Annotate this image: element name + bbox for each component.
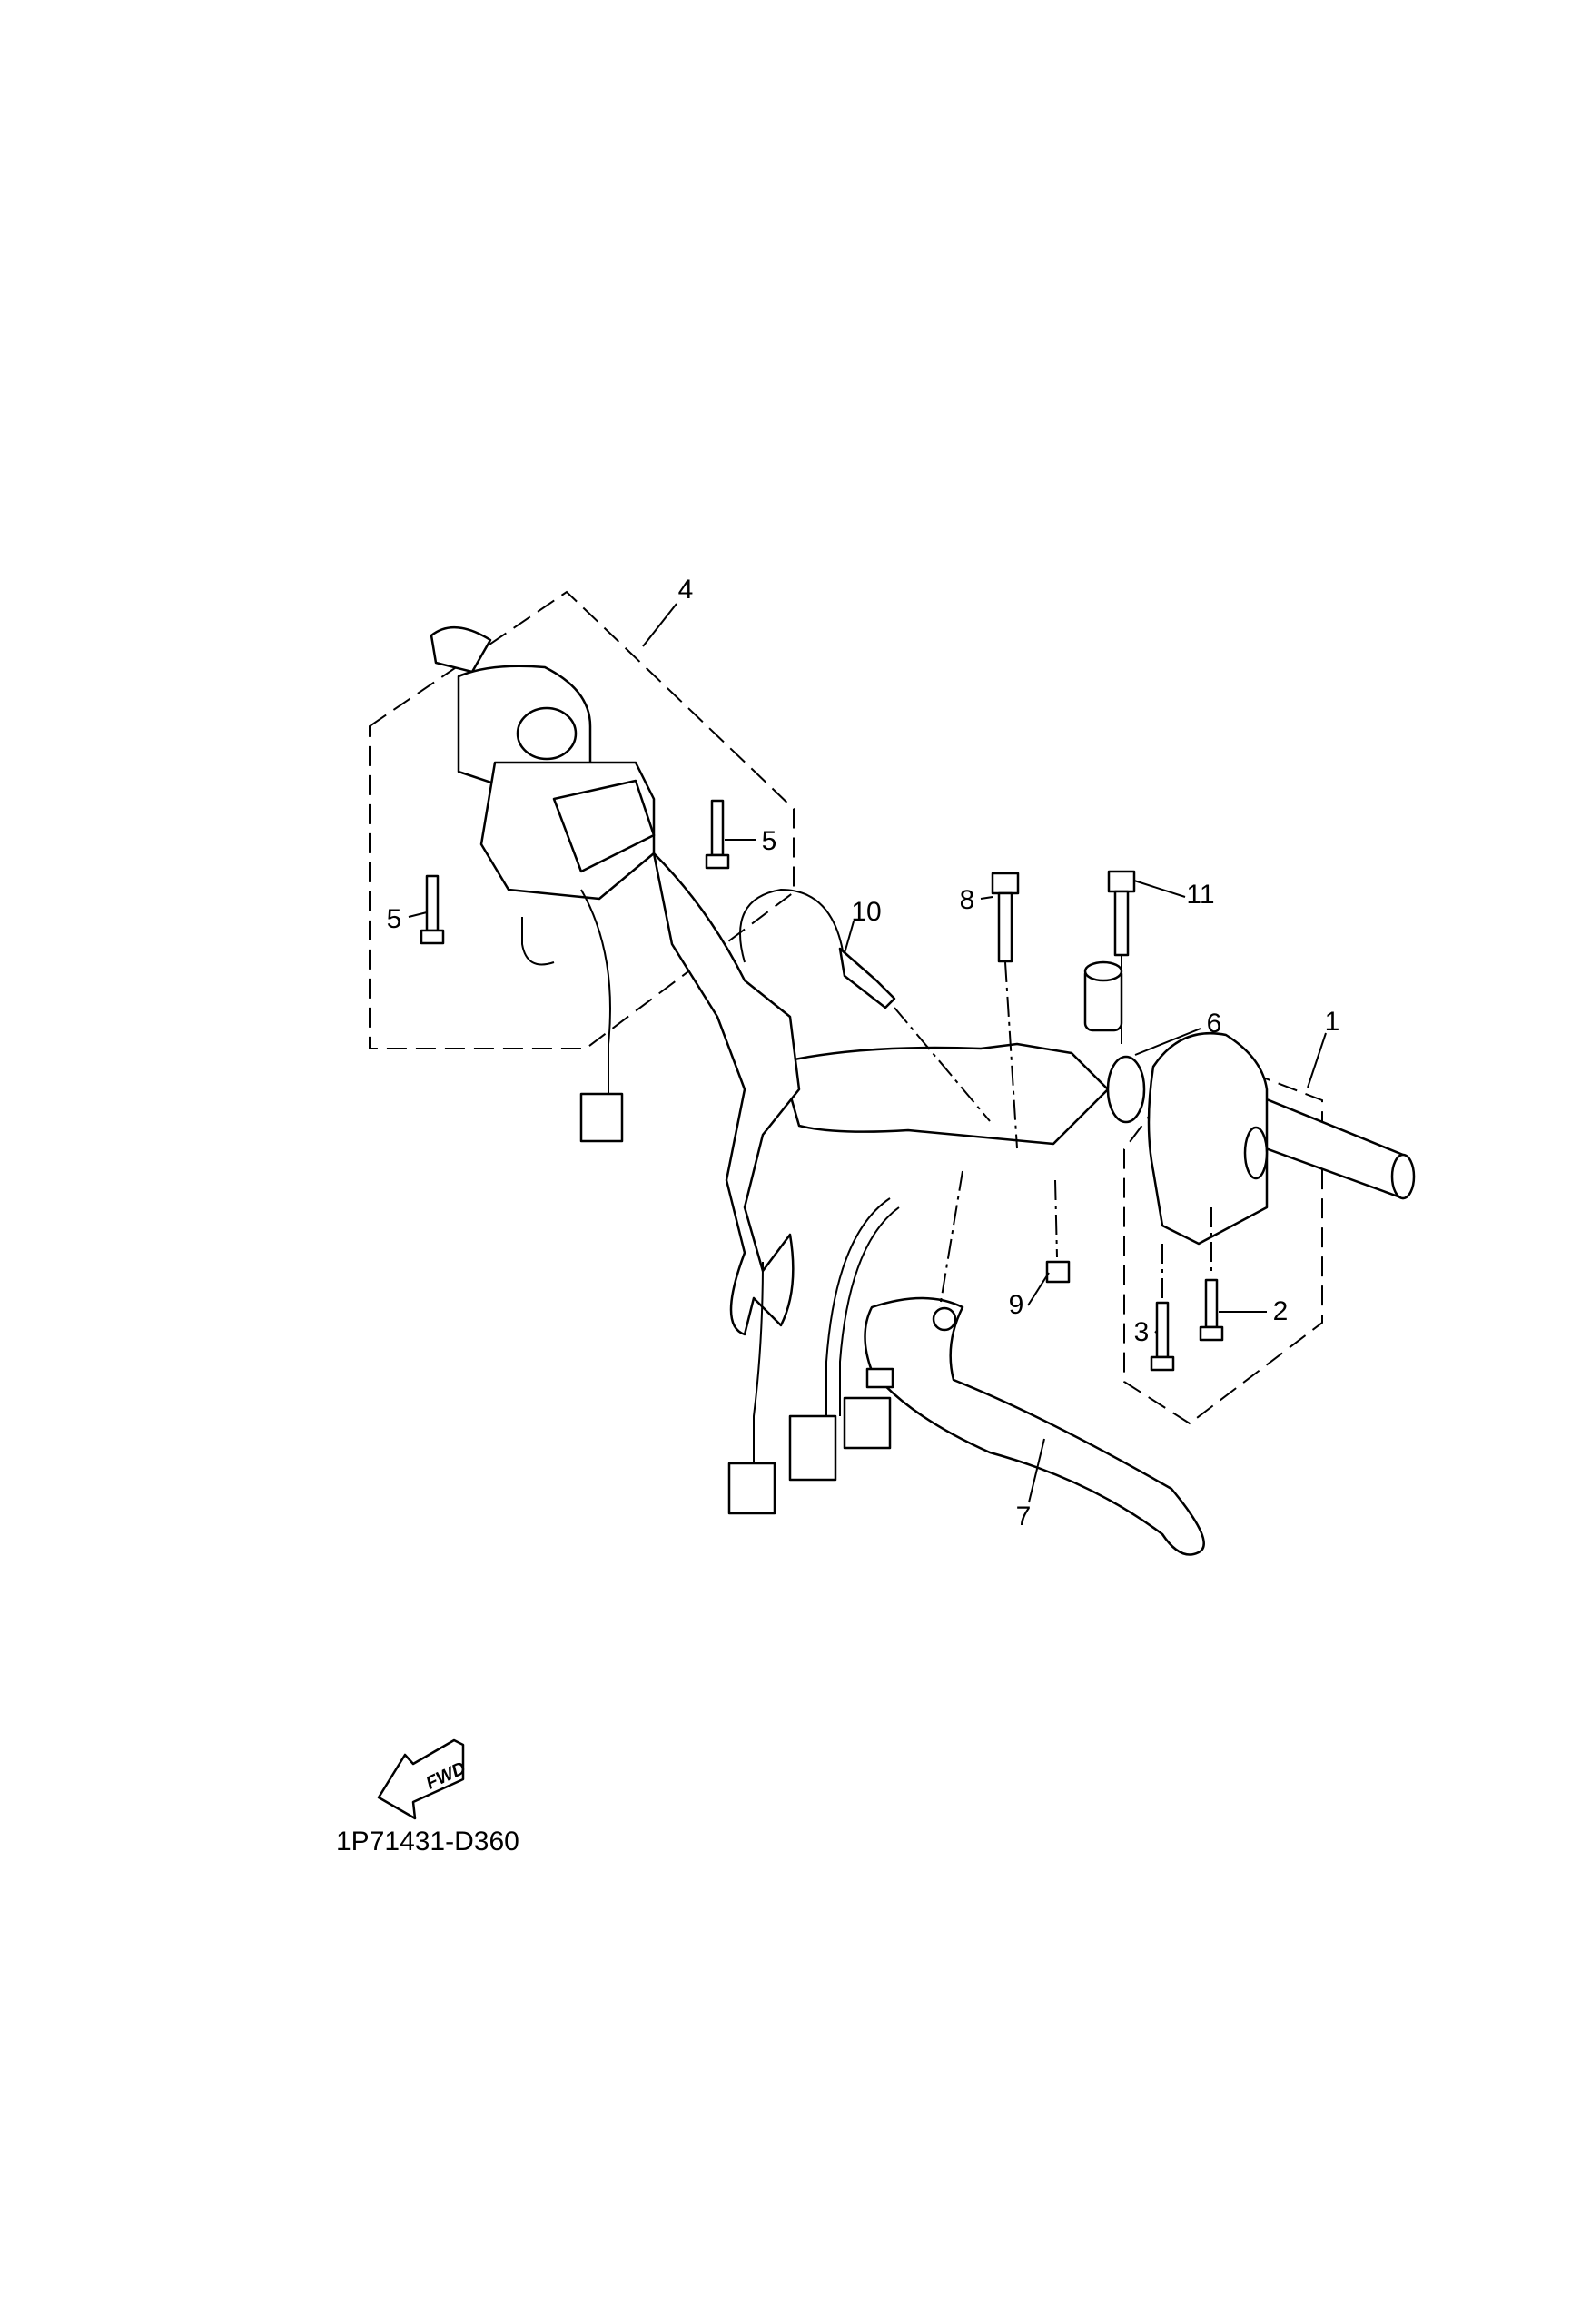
- screw-5a: [420, 874, 445, 945]
- screw-2: [1199, 1278, 1224, 1342]
- lever-holder-6: [779, 960, 1146, 1146]
- clutch-lever-7: [864, 1296, 1205, 1556]
- handlebar-grip: [1251, 1092, 1416, 1200]
- callout-9: 9: [1008, 1290, 1024, 1320]
- bolt-8: [991, 872, 1020, 963]
- right-switch-assembly-1: [1147, 1031, 1269, 1246]
- callout-4: 4: [677, 575, 694, 605]
- left-switch-assembly: [430, 625, 656, 1143]
- fwd-arrow-icon: FWD: [377, 1738, 469, 1820]
- callout-8: 8: [959, 885, 975, 915]
- screw-3: [1150, 1301, 1175, 1372]
- wire-harness: [788, 1197, 900, 1482]
- callout-6: 6: [1206, 1009, 1222, 1039]
- callout-5-right: 5: [761, 826, 777, 856]
- screw-5b: [705, 799, 730, 870]
- leader-lines: [408, 603, 1327, 1503]
- drawing-code: 1P71431-D360: [336, 1827, 519, 1856]
- callout-5-left: 5: [386, 904, 402, 934]
- bolt-11: [1107, 870, 1136, 957]
- callout-7: 7: [1015, 1502, 1032, 1531]
- lever-perch: [652, 852, 801, 1515]
- assembly-box-4: [369, 590, 795, 1049]
- callout-3: 3: [1133, 1317, 1150, 1347]
- clutch-switch-10: [739, 888, 896, 1009]
- callout-2: 2: [1272, 1296, 1289, 1326]
- callout-10: 10: [851, 897, 882, 927]
- nut-9: [1045, 1260, 1071, 1284]
- callout-1: 1: [1324, 1007, 1340, 1037]
- assembly-box-1: [1123, 1050, 1323, 1425]
- callout-11: 11: [1186, 880, 1215, 910]
